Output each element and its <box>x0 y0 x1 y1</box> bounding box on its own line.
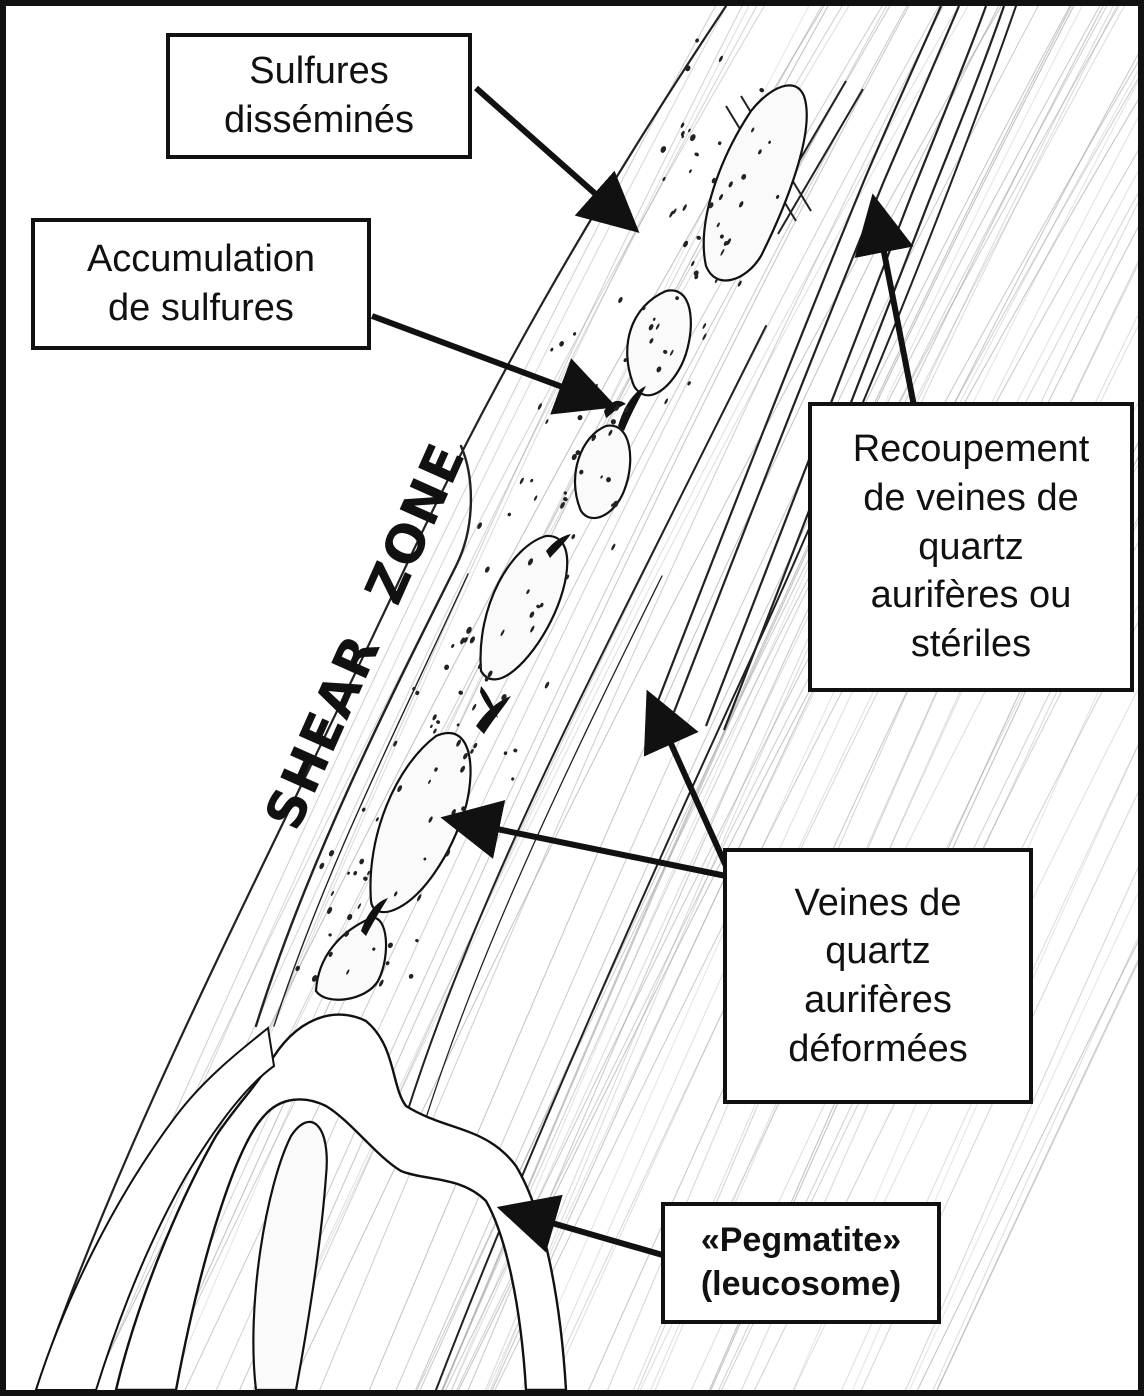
label-recoupement-veines: Recoupement de veines de quartz aurifère… <box>808 402 1134 692</box>
sulfide-speck <box>450 643 454 648</box>
sulfide-speck <box>702 333 708 341</box>
sulfide-speck <box>682 204 688 212</box>
sulfide-speck <box>593 383 598 390</box>
label-line: Veines de <box>795 879 962 928</box>
foliation-stroke <box>910 6 1138 1390</box>
label-line: (leucosome) <box>701 1263 901 1307</box>
foliation-stroke <box>906 6 1138 1390</box>
sulfide-speck <box>572 332 576 337</box>
sulfide-speck <box>694 152 700 157</box>
sulfide-speck <box>544 681 550 689</box>
foliation-stroke <box>842 6 1138 1390</box>
label-line: stériles <box>911 620 1031 669</box>
sulfide-speck <box>511 777 515 781</box>
sulfide-speck <box>430 724 434 728</box>
label-line: de veines de <box>863 474 1079 523</box>
label-line: déformées <box>788 1025 968 1074</box>
sulfide-speck <box>408 973 414 979</box>
sulfide-speck <box>387 942 394 949</box>
foliation-stroke <box>861 6 1138 1390</box>
label-line: «Pegmatite» <box>701 1219 901 1263</box>
sulfide-speck <box>432 714 438 721</box>
sulfide-speck <box>659 145 667 154</box>
arrow-veines-deformees-2 <box>654 706 726 866</box>
foliation-stroke <box>495 6 1138 1390</box>
sulfide-speck <box>558 340 565 347</box>
label-line: de sulfures <box>108 284 294 333</box>
sulfide-speck <box>513 748 518 753</box>
sulfide-speck <box>328 933 333 937</box>
sulfide-speck <box>484 566 491 574</box>
sulfide-speck <box>684 64 691 72</box>
label-line: quartz <box>918 523 1024 572</box>
label-line: aurifères <box>804 976 952 1025</box>
sulfide-speck <box>533 495 538 501</box>
sulfide-speck <box>358 858 365 865</box>
sulfide-speck <box>443 664 450 671</box>
sulfide-speck <box>507 512 512 517</box>
foliation-stroke <box>722 6 1138 1390</box>
sulfide-speck <box>530 478 534 482</box>
label-line: Accumulation <box>87 235 315 284</box>
sulfide-speck <box>432 728 437 734</box>
sulfide-speck <box>571 533 576 539</box>
arrow-veines-deformees-1 <box>458 821 726 876</box>
sulfide-speck <box>617 296 623 304</box>
label-line: disséminés <box>224 96 414 145</box>
label-sulfures-dissemines: Sulfures disséminés <box>166 33 472 159</box>
foliation-stroke <box>545 6 1138 1390</box>
sulfide-speck <box>550 347 554 352</box>
foliation-stroke <box>918 6 1138 1390</box>
label-line: quartz <box>825 927 931 976</box>
label-line: Sulfures <box>249 47 388 96</box>
sulfide-speck <box>415 690 421 696</box>
foliation-stroke <box>755 6 1138 1390</box>
label-veines-deformees: Veines de quartz aurifères déformées <box>723 848 1033 1104</box>
sulfide-speck <box>353 870 358 876</box>
arrow-sulfures-dissemines <box>476 88 626 221</box>
sulfide-speck <box>326 906 333 915</box>
sulfide-speck <box>375 817 379 822</box>
sulfide-speck <box>469 636 476 645</box>
sulfide-speck <box>471 703 477 711</box>
foliation-stroke <box>937 6 1138 1390</box>
sulfide-speck <box>702 323 707 330</box>
label-line: Recoupement <box>853 425 1090 474</box>
sulfide-speck <box>318 862 325 870</box>
sulfide-speck <box>688 169 692 174</box>
sulfide-speck <box>519 477 525 485</box>
foliation-stroke <box>933 6 1138 1390</box>
label-accumulation-sulfures: Accumulation de sulfures <box>31 218 371 350</box>
sulfide-speck <box>577 414 584 421</box>
label-pegmatite: «Pegmatite» (leucosome) <box>661 1202 941 1324</box>
foliation-stroke <box>937 6 1138 1390</box>
sulfide-speck <box>610 543 616 551</box>
sulfide-speck <box>461 828 467 834</box>
foliation-stroke <box>457 6 1138 1390</box>
sulfide-speck <box>664 398 669 405</box>
sulfide-speck <box>435 720 440 725</box>
sulfide-speck <box>717 141 722 146</box>
label-line: aurifères ou <box>871 571 1072 620</box>
shear-zone-sketch <box>6 6 1138 1390</box>
sulfide-speck <box>545 419 549 425</box>
